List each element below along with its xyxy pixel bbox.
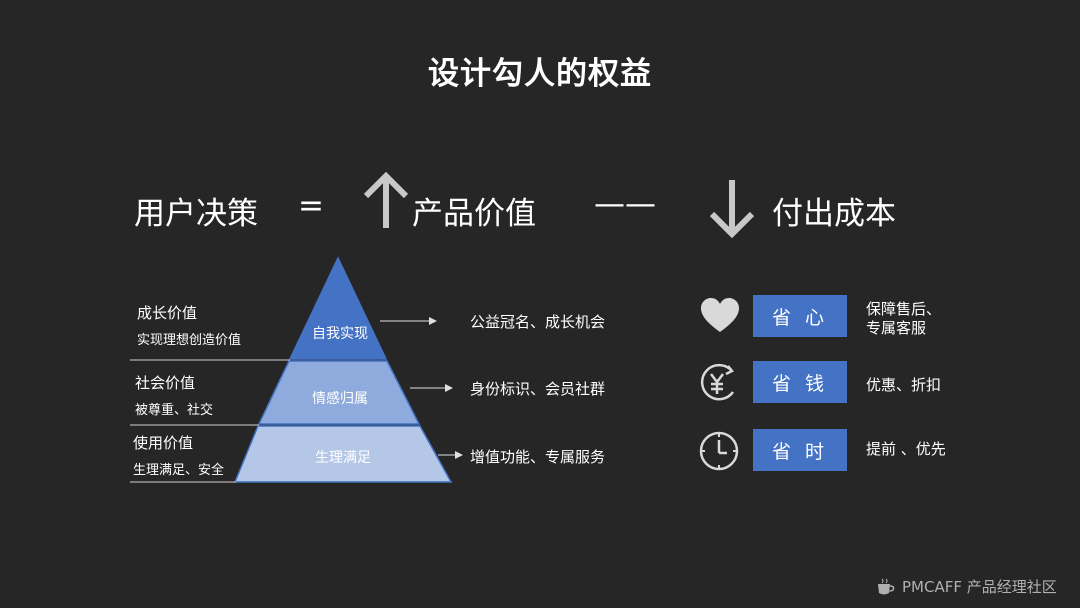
saving-desc: 优惠、折扣 [866,376,941,395]
heart-icon [701,298,739,332]
saving-desc-line: 提前 、优先 [866,440,946,458]
decision-text: 用户决策 [134,196,258,232]
saving-desc: 提前 、优先 [866,440,946,459]
cost-text: 付出成本 [772,196,896,232]
saving-desc-line: 保障售后、 [866,300,942,318]
saving-desc: 保障售后、 专属客服 [866,300,941,338]
value-text: 产品价值 [412,196,536,232]
level-subtitle: 实现理想创造价值 [137,333,242,348]
pyramid-tier-middle [257,360,421,425]
arrow-up-icon [363,172,409,228]
saving-worry-button: 省 心 [753,295,847,337]
pyramid-tier-top [288,256,388,360]
saving-money-button: 省 钱 [753,361,847,403]
equals-sign: = [298,188,324,224]
pyramid-tier-bottom [233,425,453,483]
watermark-text: PMCAFF 产品经理社区 [902,578,1057,596]
coffee-cup-icon [878,578,895,594]
level-title: 成长价值 [137,304,198,322]
benefit-text: 身份标识、会员社群 [470,380,606,398]
pyramid-label-middle: 情感归属 [312,391,368,407]
pyramid-label-bottom: 生理满足 [315,450,371,466]
level-title: 社会价值 [135,374,196,392]
minus-sign: —— [594,186,656,222]
saving-time-button: 省 时 [753,429,847,471]
page-title: 设计勾人的权益 [428,56,652,92]
saving-desc-line: 优惠、折扣 [866,376,942,394]
benefit-text: 增值功能、专属服务 [470,448,606,466]
yuan-coin-icon [700,363,735,401]
pyramid-label-top: 自我实现 [312,326,368,342]
saving-desc-line: 专属客服 [866,319,927,337]
arrow-down-icon [709,180,755,239]
clock-icon [699,431,739,471]
level-subtitle: 被尊重、社交 [135,403,214,418]
level-title: 使用价值 [133,434,194,452]
watermark: PMCAFF 产品经理社区 [876,576,1057,597]
benefit-text: 公益冠名、成长机会 [470,313,606,331]
level-subtitle: 生理满足、安全 [133,463,225,478]
